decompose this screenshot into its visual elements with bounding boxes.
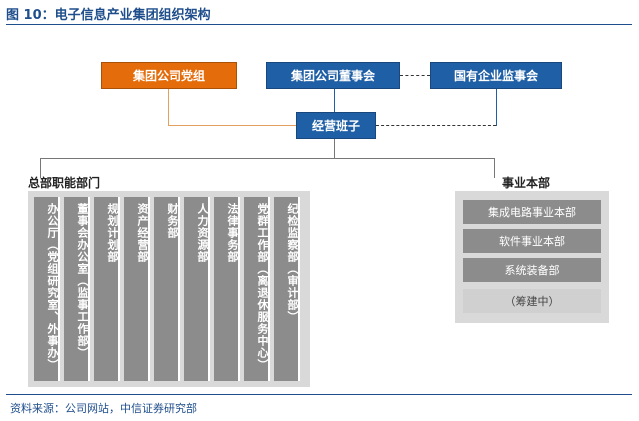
dept-label: 人力资源部	[196, 203, 209, 263]
hq-departments-label: 总部职能部门	[28, 176, 101, 190]
biz-item: 集成电路事业本部	[463, 200, 601, 224]
branch-line	[40, 158, 494, 159]
biz-item-pending: （筹建中）	[463, 289, 601, 313]
biz-item: 软件事业本部	[463, 229, 601, 253]
dept-label: 党群工作部（离退休服务中心）	[256, 203, 269, 371]
dept-label: 董事会办公室（监事工作部）	[76, 203, 89, 359]
management-box: 经营班子	[296, 112, 376, 139]
dept-label: 资产经营部	[136, 203, 149, 263]
dept-column: 董事会办公室（监事工作部）	[64, 197, 90, 381]
dept-label: 财务部	[166, 203, 179, 239]
hq-branch	[40, 158, 41, 178]
dept-label: 法律事务部	[226, 203, 239, 263]
business-divisions-label: 事业本部	[502, 176, 551, 190]
board-box: 集团公司董事会	[266, 62, 400, 89]
dept-label: 办公厅（党组研究室、外事办）	[46, 203, 59, 371]
title-rule	[6, 24, 632, 25]
biz-item: 系统装备部	[463, 258, 601, 282]
source-note: 资料来源：公司网站，中信证券研究部	[10, 402, 197, 415]
dept-column: 办公厅（党组研究室、外事办）	[34, 197, 60, 381]
supervisory-box: 国有企业监事会	[430, 62, 562, 89]
dept-column: 党群工作部（离退休服务中心）	[244, 197, 270, 381]
party-connector	[168, 89, 169, 126]
figure-title: 图 10：电子信息产业集团组织架构	[6, 8, 211, 23]
dept-column: 人力资源部	[184, 197, 210, 381]
footer-rule	[6, 394, 632, 395]
party-to-management	[168, 125, 296, 126]
supervisory-to-management	[376, 125, 496, 126]
dept-column: 规划计划部	[94, 197, 120, 381]
dept-column: 法律事务部	[214, 197, 240, 381]
dept-label: 纪检监察部（审计部）	[286, 203, 299, 323]
dept-label: 规划计划部	[106, 203, 119, 263]
board-supervisory-link	[400, 75, 430, 76]
biz-branch	[494, 158, 495, 178]
management-down	[334, 139, 335, 159]
dept-column: 资产经营部	[124, 197, 150, 381]
party-group-box: 集团公司党组	[101, 62, 237, 89]
supervisory-connector	[496, 89, 497, 126]
dept-column: 财务部	[154, 197, 180, 381]
board-to-management	[334, 89, 335, 112]
dept-column: 纪检监察部（审计部）	[274, 197, 300, 381]
